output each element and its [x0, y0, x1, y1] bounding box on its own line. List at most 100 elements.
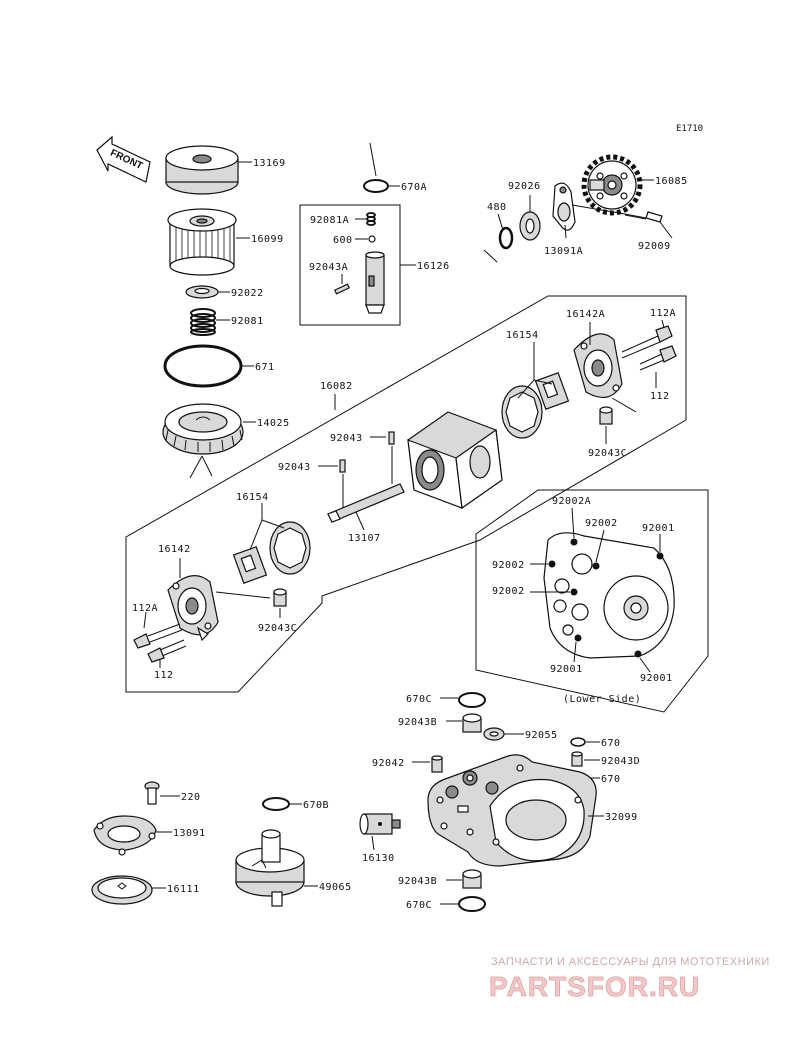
callout-16142: 16142 — [158, 544, 191, 555]
callout-16142A: 16142A — [566, 309, 605, 320]
callout-16099: 16099 — [251, 234, 284, 245]
callout-670-b: 670 — [601, 774, 621, 785]
part-220-screw — [144, 781, 160, 805]
callout-92042: 92042 — [372, 758, 405, 769]
part-16142A-upper-cover — [573, 333, 623, 399]
part-92043B-upper-collar — [462, 713, 482, 733]
part-670B-o-ring — [262, 797, 290, 811]
front-arrow-icon: FRONT — [96, 135, 151, 183]
callout-92043-a: 92043 — [330, 433, 363, 444]
watermark-logo: PARTSFOR.RU — [489, 971, 700, 1002]
part-92043B-lower-collar — [462, 869, 482, 889]
callout-480: 480 — [487, 202, 507, 213]
callout-92002-3: 92002 — [492, 586, 525, 597]
part-13091A-plate — [552, 182, 576, 231]
part-16099-oil-filter — [167, 208, 237, 276]
callout-92022: 92022 — [231, 288, 264, 299]
part-480-circlip — [498, 226, 514, 250]
part-16111-strainer — [91, 875, 153, 905]
part-92042-dowel — [431, 755, 443, 773]
callout-92043A: 92043A — [309, 262, 348, 273]
callout-92002A: 92002A — [552, 496, 591, 507]
part-670C-lower-o-ring — [458, 896, 486, 912]
lower-side-inset-outline — [475, 489, 709, 713]
callout-92043C-upper: 92043C — [588, 448, 627, 459]
callout-16085: 16085 — [655, 176, 688, 187]
part-112A-lower-bolt — [133, 623, 183, 649]
part-670C-upper-o-ring — [458, 692, 486, 708]
callout-13169: 13169 — [253, 158, 286, 169]
lower-side-label: (Lower Side) — [563, 694, 641, 705]
part-16154-lower-rotor-set — [232, 521, 311, 584]
part-92009-screw — [624, 211, 663, 223]
callout-92043D: 92043D — [601, 756, 640, 767]
callout-92081: 92081 — [231, 316, 264, 327]
pump-body-lower-side-view — [543, 532, 675, 659]
part-13107-pump-shaft — [327, 483, 405, 523]
callout-600: 600 — [333, 235, 353, 246]
callout-92009: 92009 — [638, 241, 671, 252]
part-92081-spring — [190, 308, 216, 336]
part-92043A-pin — [334, 283, 350, 295]
part-13091-plate — [93, 815, 157, 856]
callout-92081A: 92081A — [310, 215, 349, 226]
callout-32099: 32099 — [605, 812, 638, 823]
part-32099-pump-body — [427, 754, 597, 867]
part-16085-pump-gear — [581, 154, 643, 216]
part-671-o-ring — [163, 344, 243, 388]
part-14025-filter-cover — [162, 403, 244, 455]
part-16082-group-outline — [125, 295, 687, 693]
part-49065-oil-pipe — [235, 829, 305, 907]
watermark-tagline: ЗАПЧАСТИ И АКСЕССУАРЫ ДЛЯ МОТОТЕХНИКИ — [491, 956, 770, 968]
part-92043C-lower-dowel — [273, 588, 287, 607]
part-112-upper-bolt — [639, 345, 677, 371]
callout-13091: 13091 — [173, 828, 206, 839]
part-pump-body-housing — [407, 411, 503, 510]
part-92043-pin-a — [388, 431, 395, 445]
callout-92043B-lower: 92043B — [398, 876, 437, 887]
callout-16111: 16111 — [167, 884, 200, 895]
callout-92043C-lower: 92043C — [258, 623, 297, 634]
callout-92043B-upper: 92043B — [398, 717, 437, 728]
callout-92026: 92026 — [508, 181, 541, 192]
callout-112A-upper: 112A — [650, 308, 676, 319]
callout-92002-2: 92002 — [492, 560, 525, 571]
callout-92001-2: 92001 — [550, 664, 583, 675]
callout-670C-upper: 670C — [406, 694, 432, 705]
callout-16154-lower: 16154 — [236, 492, 269, 503]
callout-670C-lower: 670C — [406, 900, 432, 911]
part-112-lower-bolt — [147, 639, 187, 663]
callout-92055: 92055 — [525, 730, 558, 741]
callout-49065: 49065 — [319, 882, 352, 893]
figure-code: E1710 — [676, 124, 703, 134]
part-16154-upper-rotor-set — [501, 372, 570, 439]
callout-16154-upper: 16154 — [506, 330, 539, 341]
callout-16130: 16130 — [362, 853, 395, 864]
part-92055-seal — [483, 727, 505, 741]
callout-112A-lower: 112A — [132, 603, 158, 614]
callout-112-upper: 112 — [650, 391, 670, 402]
callout-16082: 16082 — [320, 381, 353, 392]
part-670-o-ring-a — [570, 737, 586, 747]
callout-16126: 16126 — [417, 261, 450, 272]
callout-13107: 13107 — [348, 533, 381, 544]
part-16130-relief-fitting — [359, 813, 401, 835]
callout-670B: 670B — [303, 800, 329, 811]
callout-670-a: 670 — [601, 738, 621, 749]
part-92026-washer — [519, 211, 541, 241]
part-92022-washer — [185, 285, 219, 299]
callout-14025: 14025 — [257, 418, 290, 429]
callout-13091A: 13091A — [544, 246, 583, 257]
callout-220: 220 — [181, 792, 201, 803]
callout-112-lower: 112 — [154, 670, 174, 681]
part-16126-relief-valve — [365, 212, 385, 314]
part-92043D-dowel — [571, 751, 583, 767]
part-92043-pin-b — [339, 459, 346, 473]
callout-670A: 670A — [401, 182, 427, 193]
callout-92043-b: 92043 — [278, 462, 311, 473]
callout-92002-1: 92002 — [585, 518, 618, 529]
callout-671: 671 — [255, 362, 275, 373]
part-92043C-upper-dowel — [599, 406, 613, 425]
part-13169-filter-cap — [165, 145, 239, 195]
